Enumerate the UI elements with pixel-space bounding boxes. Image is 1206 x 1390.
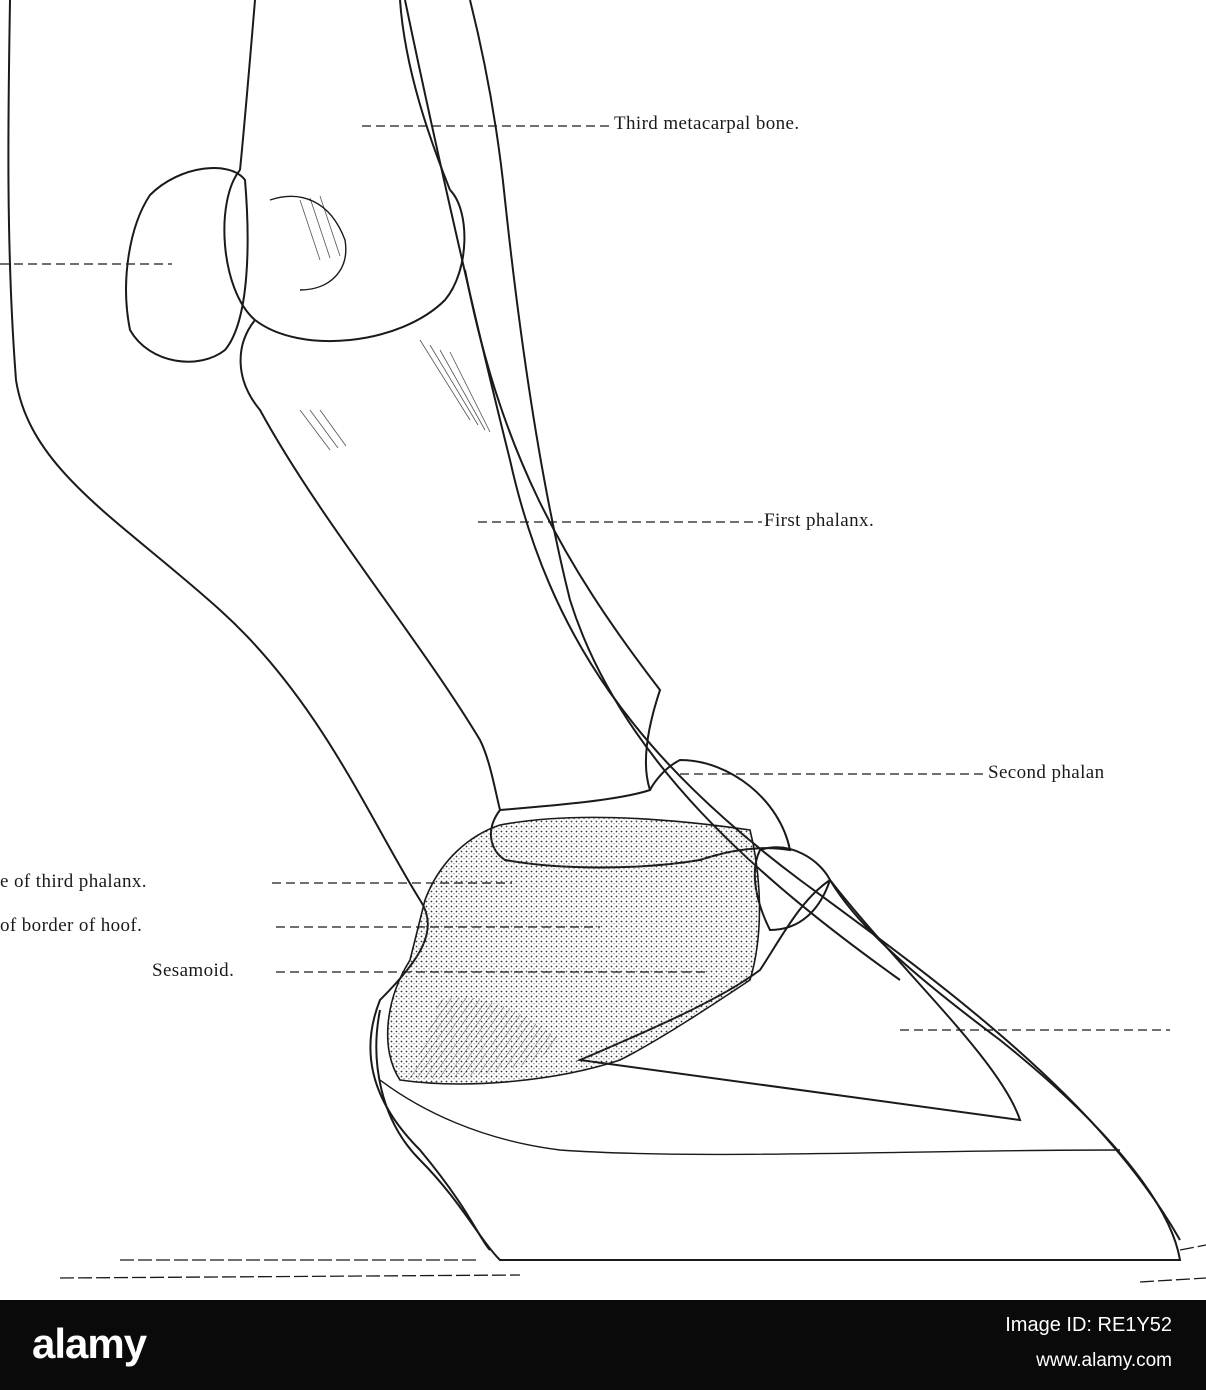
label-third-phalanx-partial: e of third phalanx. (0, 871, 147, 892)
label-second-phalanx: Second phalan (988, 762, 1105, 783)
metacarpal-condyle (223, 169, 466, 343)
hoof-wall (375, 879, 1182, 1261)
label-first-phalanx: First phalanx. (764, 510, 875, 531)
label-third-metacarpal: Third metacarpal bone. (614, 113, 800, 134)
anatomical-plate: Third metacarpal bone. First phalanx. Se… (0, 0, 1206, 1283)
sole-line (379, 1079, 1121, 1156)
footer-bar: alamy Image ID: RE1Y52 www.alamy.com (0, 1300, 1206, 1390)
limb-outline-front (404, 0, 1181, 1241)
first-phalanx-outline (239, 269, 662, 812)
hoof-skeleton-drawing (0, 0, 1206, 1283)
limb-outline-back (7, 0, 491, 1251)
proximal-sesamoid (125, 167, 249, 363)
label-border-of-hoof: of border of hoof. (0, 915, 143, 936)
image-id-text: Image ID: RE1Y52 (1005, 1314, 1172, 1336)
alamy-logo: alamy (32, 1320, 147, 1367)
site-url: www.alamy.com (1036, 1350, 1172, 1371)
label-sesamoid: Sesamoid. (152, 960, 235, 981)
